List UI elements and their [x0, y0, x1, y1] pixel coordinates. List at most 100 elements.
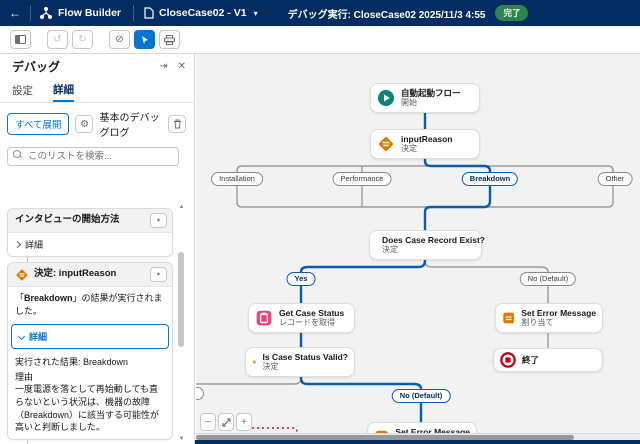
node-title: Set Error Message: [521, 307, 596, 318]
horizontal-scrollbar-thumb[interactable]: [196, 435, 574, 440]
detail-label: 詳細: [29, 332, 48, 343]
branch-label-no-default-bottom: No (Default): [391, 389, 451, 403]
select-tool-button[interactable]: [134, 30, 155, 49]
branch-label-other: Other: [597, 172, 633, 186]
panel-scrollbar[interactable]: ▲ ▼: [177, 204, 186, 442]
debug-log-settings-button[interactable]: ⚙: [75, 115, 94, 133]
node-set-error-message[interactable]: Set Error Message 割り当て: [495, 303, 603, 333]
get-records-icon: [256, 310, 272, 326]
node-subtitle: 開始: [401, 98, 417, 108]
print-button[interactable]: [159, 30, 180, 49]
fault-connector: [237, 427, 298, 433]
node-end[interactable]: 終了: [493, 348, 603, 372]
flow-canvas[interactable]: 自動起動フロー 開始 inputReason 決定 Installation P…: [196, 54, 640, 433]
disable-button[interactable]: ⊘: [109, 30, 130, 49]
search-input[interactable]: [7, 147, 179, 166]
zoom-controls: − +: [200, 413, 252, 431]
decision-icon: [16, 269, 28, 280]
debug-panel: デバッグ ⇥ ✕ 設定 詳細 すべて展開 ⚙ 基本のデバッグログ: [0, 54, 195, 444]
reason-text: 一度電源を落として再始動しても直らないという状況は、機器の故障（Breakdow…: [15, 384, 160, 433]
close-icon[interactable]: ✕: [177, 61, 186, 72]
expand-icon: [221, 417, 231, 427]
gear-icon: ⚙: [79, 118, 89, 130]
expand-all-button[interactable]: すべて展開: [7, 113, 70, 135]
tab-details[interactable]: 詳細: [53, 79, 74, 102]
redo-button[interactable]: ↻: [72, 30, 93, 49]
node-set-error-message-2[interactable]: Set Error Message 割り当て: [367, 422, 477, 433]
tab-settings[interactable]: 設定: [12, 85, 33, 97]
branch-label-no-default: No (Default): [519, 272, 577, 286]
card-menu-button[interactable]: ▼: [150, 267, 167, 282]
result-sentence: 「Breakdown」の結果が実行されました。: [15, 293, 163, 316]
branch-label-installation: Installation: [211, 172, 263, 186]
decision-icon: [379, 137, 393, 151]
dropdown-icon: ▼: [155, 271, 162, 278]
node-inputreason[interactable]: inputReason 決定: [370, 129, 480, 159]
dock-panel-icon[interactable]: ⇥: [159, 61, 168, 72]
debug-entry-list: インタビューの開始方法 ▼ 詳細 決定: inputReason: [0, 204, 176, 444]
chevron-down-icon: ▾: [253, 8, 258, 18]
panel-title: デバッグ: [12, 60, 61, 74]
fit-view-button[interactable]: [218, 413, 234, 431]
detail-label: 詳細: [25, 240, 44, 250]
node-subtitle: 割り当て: [521, 318, 554, 328]
bottom-edge-strip: [0, 440, 640, 444]
flow-builder-logo-icon: [40, 7, 52, 19]
node-does-case-record-exist[interactable]: Does Case Record Exist? 決定: [369, 230, 485, 260]
card-title: インタビューの開始方法: [15, 214, 120, 226]
node-subtitle: 決定: [382, 245, 398, 255]
cursor-icon: [141, 35, 148, 44]
printer-icon: [164, 34, 175, 45]
scroll-up-icon[interactable]: ▲: [178, 204, 185, 210]
scroll-down-icon[interactable]: ▼: [178, 436, 185, 442]
debug-card-decision-inputreason[interactable]: 決定: inputReason ▼ 「Breakdown」の結果が実行されました…: [7, 262, 173, 440]
undo-button[interactable]: ↺: [47, 30, 68, 49]
detail-toggle-collapsed[interactable]: 詳細: [8, 233, 172, 256]
canvas-horizontal-scrollbar[interactable]: [196, 433, 640, 440]
app-header: ← Flow Builder CloseCase02 - V1 ▾ デバッグ実行…: [0, 0, 640, 26]
branch-label-breakdown: Breakdown: [461, 172, 519, 186]
chevron-down-icon: [17, 333, 26, 341]
end-icon: [500, 352, 516, 368]
document-icon: [144, 7, 154, 19]
zoom-in-button[interactable]: +: [236, 413, 252, 431]
node-title: Get Case Status: [279, 307, 345, 318]
log-type-label: 基本のデバッグログ: [99, 113, 160, 139]
node-title: Does Case Record Exist?: [382, 234, 485, 245]
card-connector: [27, 257, 28, 262]
node-start[interactable]: 自動起動フロー 開始: [370, 83, 480, 113]
canvas-toolbar: ↺ ↻ ⊘: [0, 26, 640, 54]
zoom-out-button[interactable]: −: [200, 413, 216, 431]
decision-detail-body: 実行された結果: Breakdown 理由 一度電源を落として再始動しても直らな…: [8, 351, 172, 439]
chevron-right-icon: [13, 240, 22, 249]
back-icon[interactable]: ←: [9, 6, 21, 20]
node-title: inputReason: [401, 133, 453, 144]
node-title: 自動起動フロー: [401, 87, 461, 98]
card-connector: [27, 439, 28, 444]
card-menu-button[interactable]: ▼: [150, 213, 167, 228]
start-icon: [378, 90, 394, 106]
detail-toggle-expanded[interactable]: 詳細: [11, 324, 169, 350]
decision-icon: [252, 360, 256, 364]
panel-tabs: 設定 詳細: [0, 79, 194, 103]
trash-icon: [173, 119, 181, 129]
flow-name: CloseCase02 - V1: [159, 7, 247, 19]
toggle-panel-button[interactable]: [10, 30, 31, 49]
flow-version-menu[interactable]: CloseCase02 - V1 ▾: [134, 7, 272, 19]
panel-scrollbar-thumb[interactable]: [178, 252, 184, 347]
card-title: 決定: inputReason: [34, 268, 117, 280]
node-is-case-status-valid[interactable]: Is Case Status Valid? 決定: [245, 347, 355, 377]
node-get-case-status[interactable]: Get Case Status レコードを取得: [248, 303, 355, 333]
branch-label-performance: Performance: [332, 172, 392, 186]
assignment-icon: [503, 312, 515, 324]
app-title: Flow Builder: [58, 7, 121, 19]
branch-label-yes: Yes: [286, 272, 316, 286]
undo-icon: ↺: [53, 34, 62, 45]
debug-card-interview-start[interactable]: インタビューの開始方法 ▼ 詳細: [7, 208, 173, 257]
delete-log-button[interactable]: [168, 115, 186, 133]
executed-outcome: 実行された結果: Breakdown: [15, 357, 129, 368]
node-title: Set Error Message: [395, 426, 470, 433]
node-subtitle: 決定: [262, 362, 279, 372]
assignment-icon: [375, 430, 388, 433]
node-title: Is Case Status Valid?: [262, 351, 348, 362]
